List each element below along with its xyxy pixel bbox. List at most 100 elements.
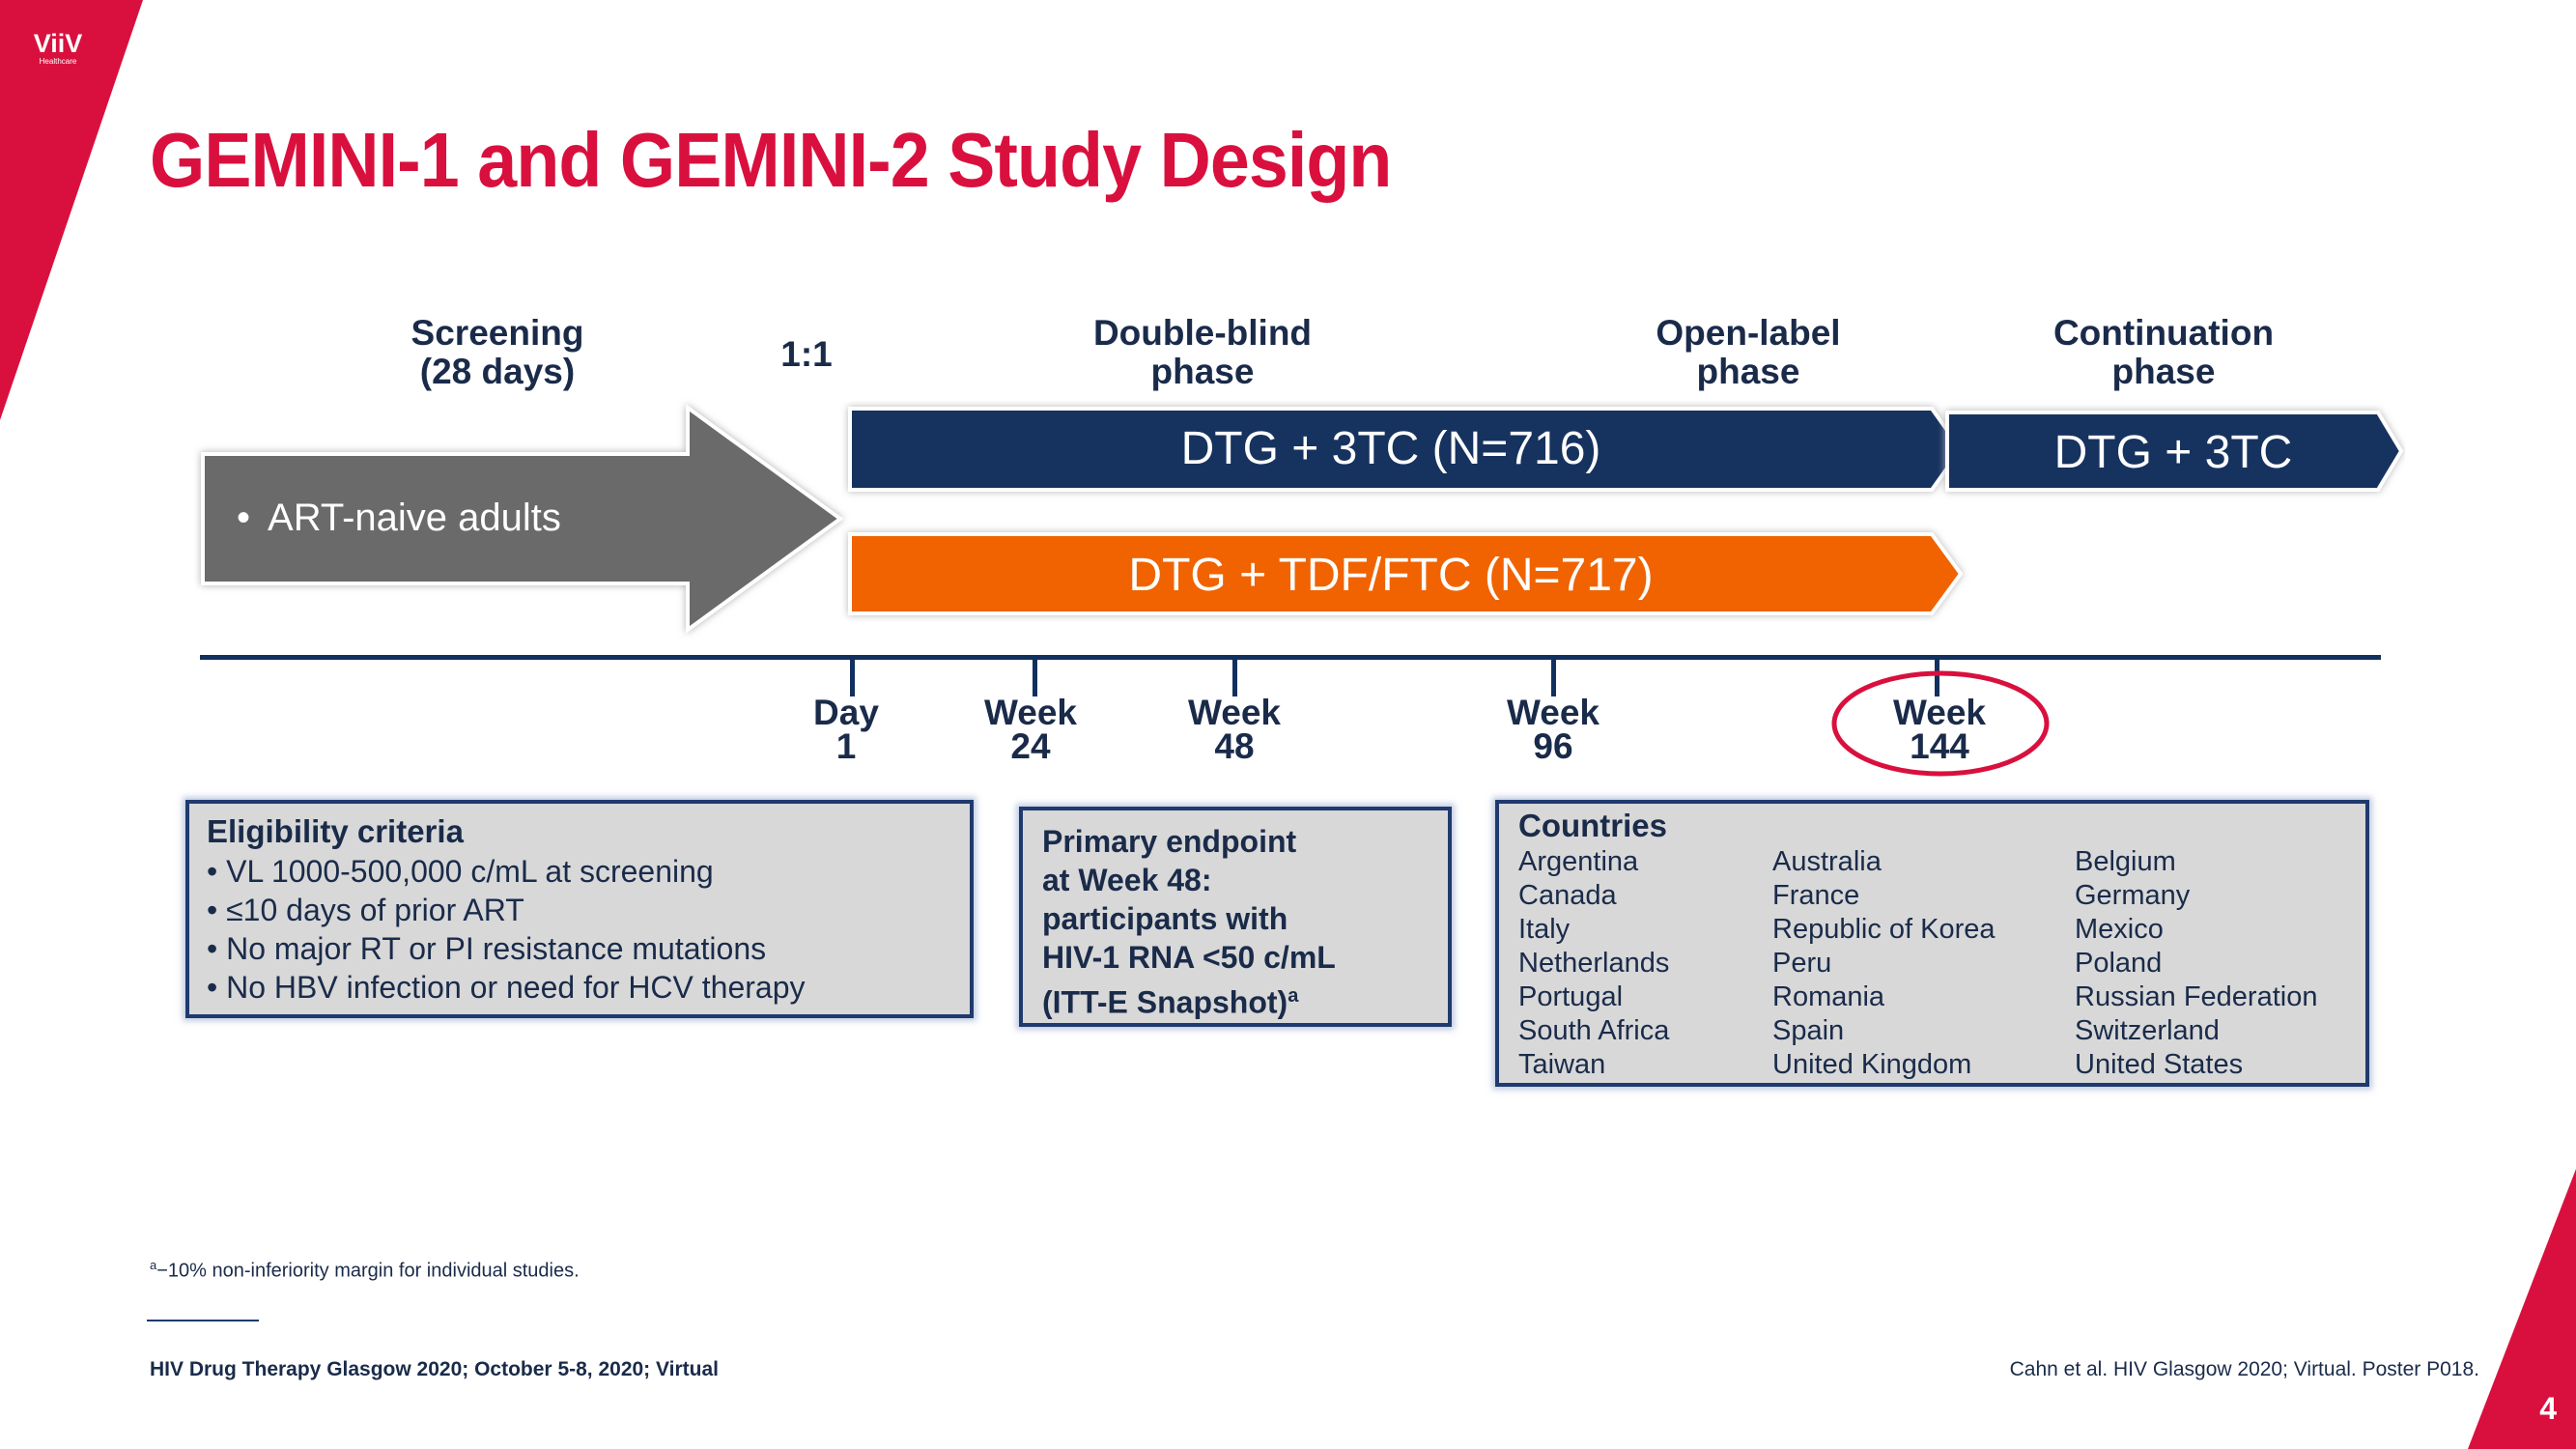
country-name: Argentina [1518, 846, 1639, 877]
footnote-separator [147, 1320, 259, 1321]
endpoint-line: (ITT-E Snapshot)a [1042, 977, 1429, 1022]
arm-dtg-tdf-label: DTG + TDF/FTC (N=717) [1128, 550, 1654, 601]
country-name: United States [2075, 1049, 2244, 1080]
page-title: GEMINI-1 and GEMINI-2 Study Design [150, 117, 1392, 203]
country-name: Netherlands [1518, 948, 1670, 979]
tick-label-week-24: Week 24 [944, 693, 1118, 766]
tick-week-144 [1935, 660, 1939, 696]
footnote-marker: a [1288, 985, 1299, 1007]
tick-week-96 [1551, 660, 1556, 696]
logo-text: ViiV [33, 29, 83, 58]
arm-continuation-label: DTG + 3TC [2053, 427, 2293, 478]
eligibility-item-text: VL 1000-500,000 c/mL at screening [226, 854, 714, 889]
footnote-marker: a [150, 1258, 157, 1272]
country-name: Portugal [1518, 981, 1624, 1012]
eligibility-item: • No major RT or PI resistance mutations [207, 929, 952, 968]
endpoint-line: Primary endpoint [1042, 824, 1297, 859]
phase-double-blind-line1: Double-blind [1092, 313, 1313, 353]
arm-arrows [848, 407, 2404, 615]
arm-dtg-3tc-label: DTG + 3TC (N=716) [1180, 423, 1601, 474]
footnote-text: −10% non-inferiority margin for individu… [156, 1260, 580, 1282]
bullet: • [207, 970, 227, 1005]
tick-week-24 [1033, 660, 1037, 696]
country-name: France [1772, 880, 1860, 911]
phase-screening-line2: (28 days) [419, 352, 576, 391]
bullet: • [237, 497, 251, 539]
countries-title: Countries [1518, 808, 1668, 843]
eligibility-item: • VL 1000-500,000 c/mL at screening [207, 852, 952, 891]
bullet: • [207, 854, 227, 889]
screening-arrow-label: • ART-naive adults [237, 497, 561, 540]
phase-double-blind-line2: phase [1150, 352, 1255, 391]
tick-label-week-144: Week 144 [1853, 693, 2026, 766]
eligibility-item-text: ≤10 days of prior ART [226, 893, 524, 927]
country-name: Canada [1518, 880, 1617, 911]
arm-continuation-bar [1945, 411, 2404, 492]
country-name: South Africa [1518, 1015, 1670, 1046]
phase-screening-line1: Screening [410, 313, 584, 353]
tick-label-unit: Week [1893, 693, 1986, 732]
country-name: Spain [1772, 1015, 1845, 1046]
viiv-logo: ViiV Healthcare [27, 29, 89, 66]
footer-citation: Cahn et al. HIV Glasgow 2020; Virtual. P… [2009, 1358, 2479, 1380]
tick-label-unit: Day [813, 693, 879, 732]
bottom-right-red-corner [2468, 1169, 2576, 1449]
phase-continuation-line1: Continuation [2052, 313, 2275, 353]
bullet: • [207, 893, 227, 927]
country-name: Republic of Korea [1772, 914, 1996, 945]
page-number: 4 [2539, 1391, 2557, 1426]
phase-open-label-line2: phase [1696, 352, 1800, 391]
endpoint-line-text: (ITT-E Snapshot) [1042, 984, 1288, 1020]
top-left-red-corner [0, 0, 143, 420]
country-name: United Kingdom [1772, 1049, 1972, 1080]
phase-double-blind: Double-blind phase [1072, 314, 1333, 391]
country-name: Italy [1518, 914, 1571, 945]
tick-label-unit: Week [984, 693, 1077, 732]
eligibility-item-text: No HBV infection or need for HCV therapy [226, 970, 806, 1005]
eligibility-item: • ≤10 days of prior ART [207, 891, 952, 929]
tick-label-day-1: Day 1 [759, 693, 933, 766]
week-144-highlight-circle [1831, 670, 2050, 777]
country-name: Switzerland [2075, 1015, 2220, 1046]
country-name: Belgium [2075, 846, 2176, 877]
phase-screening: Screening (28 days) [382, 314, 613, 391]
country-name: Peru [1772, 948, 1832, 979]
country-name: Romania [1772, 981, 1885, 1012]
footnote: a−10% non-inferiority margin for individ… [150, 1258, 580, 1283]
country-name: Poland [2075, 948, 2163, 979]
tick-label-week-96: Week 96 [1466, 693, 1640, 766]
eligibility-item-text: No major RT or PI resistance mutations [226, 931, 767, 966]
phase-open-label: Open-label phase [1623, 314, 1874, 391]
endpoint-line: at Week 48: [1042, 863, 1212, 897]
screening-arrow [201, 404, 844, 634]
endpoint-line: HIV-1 RNA <50 c/mL [1042, 940, 1336, 975]
eligibility-title: Eligibility criteria [207, 813, 464, 849]
footer-conference: HIV Drug Therapy Glasgow 2020; October 5… [150, 1358, 719, 1380]
tick-label-value: 48 [1214, 726, 1255, 766]
tick-label-unit: Week [1507, 693, 1599, 732]
randomization-ratio: 1:1 [780, 334, 833, 374]
country-name: Australia [1772, 846, 1882, 877]
eligibility-box: Eligibility criteria • VL 1000-500,000 c… [185, 800, 974, 1018]
tick-label-value: 96 [1533, 726, 1573, 766]
screening-population: ART-naive adults [268, 497, 561, 539]
eligibility-item: • No HBV infection or need for HCV thera… [207, 968, 952, 1007]
tick-day-1 [850, 660, 855, 696]
timeline-axis [200, 655, 2381, 660]
phase-continuation: Continuation phase [2028, 314, 2299, 391]
endpoint-line: participants with [1042, 901, 1288, 936]
tick-label-value: 24 [1010, 726, 1051, 766]
primary-endpoint-text: Primary endpoint at Week 48: participant… [1042, 822, 1429, 1022]
arm-dtg-tdf-bar [848, 532, 1964, 615]
logo-subtext: Healthcare [39, 57, 77, 66]
tick-label-unit: Week [1188, 693, 1281, 732]
country-name: Germany [2075, 880, 2191, 911]
tick-label-value: 144 [1910, 726, 1969, 766]
primary-endpoint-box: Primary endpoint at Week 48: participant… [1019, 807, 1452, 1027]
bullet: • [207, 931, 227, 966]
tick-label-week-48: Week 48 [1147, 693, 1321, 766]
phase-continuation-line2: phase [2111, 352, 2216, 391]
country-name: Russian Federation [2075, 981, 2318, 1012]
tick-label-value: 1 [835, 726, 857, 766]
